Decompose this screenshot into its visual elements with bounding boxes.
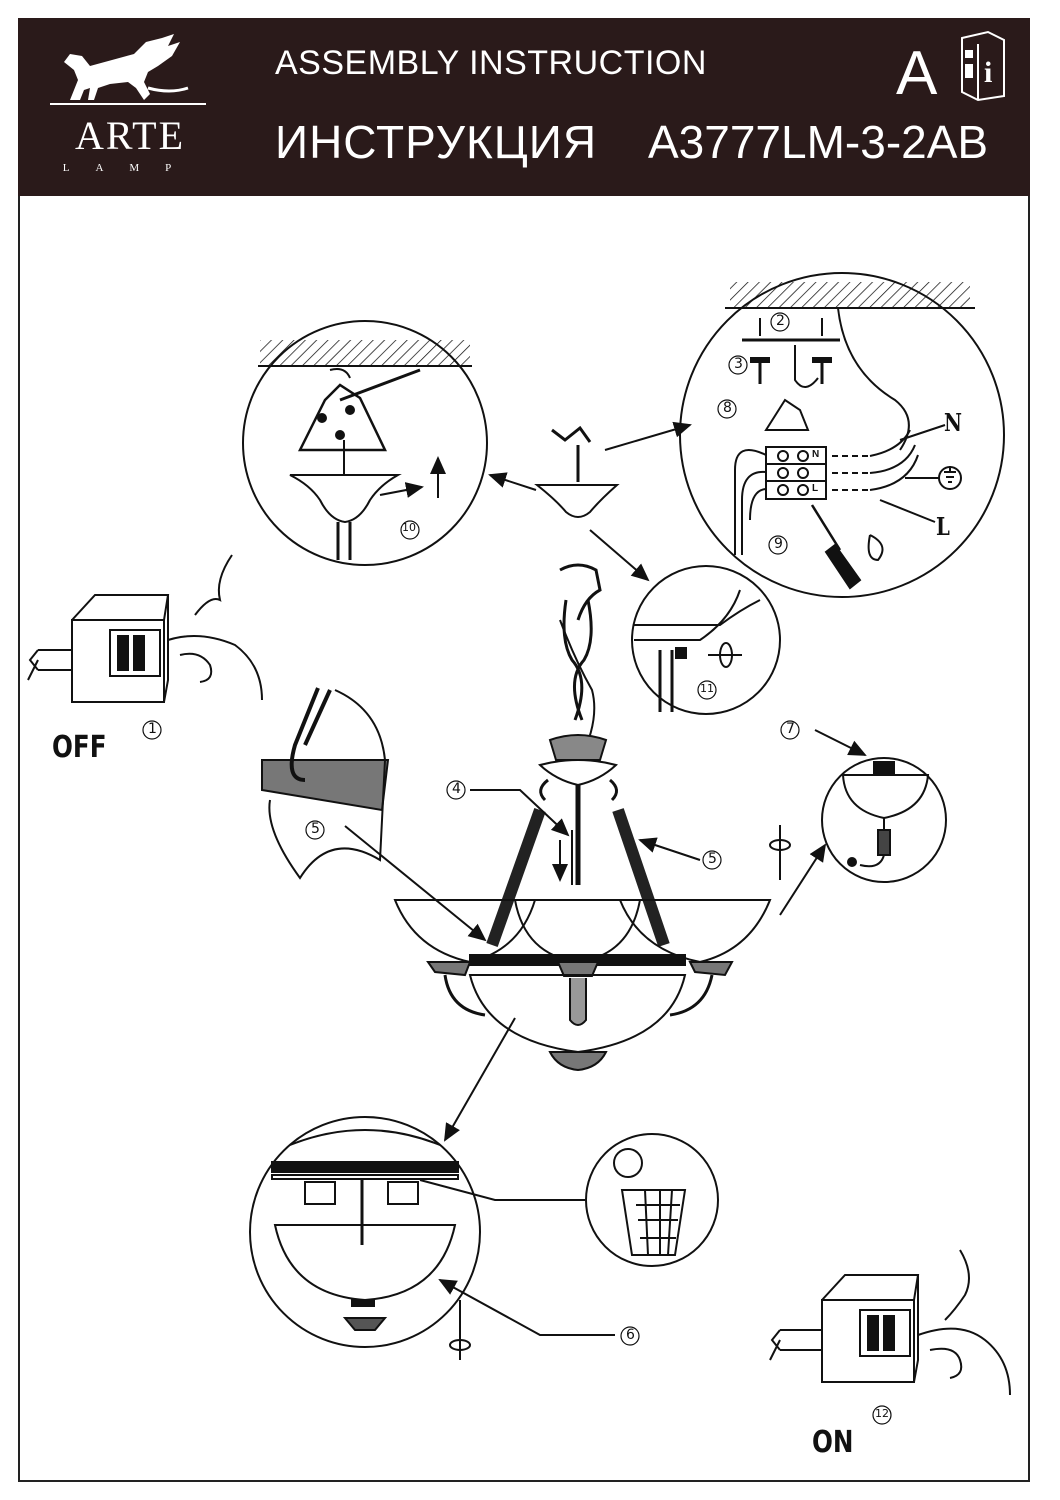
- page-letter: A: [896, 39, 938, 108]
- detail-circle-wiring: [679, 272, 1005, 598]
- step-number: 4: [452, 781, 461, 797]
- detail-circle-7: [821, 757, 947, 883]
- step-number: 10: [402, 521, 416, 534]
- detail-circle-6: [249, 1116, 481, 1348]
- step-number: 1: [148, 721, 157, 737]
- header-bar: [18, 18, 1030, 196]
- terminal-label: N: [812, 449, 820, 460]
- switch-on-label: ON: [812, 1425, 854, 1460]
- step-number: 3: [734, 356, 743, 372]
- brand-name: ARTE: [74, 113, 186, 158]
- switch-off-drawing: [27, 554, 263, 703]
- detail-circle-11: [631, 565, 781, 715]
- step-number-circles: [142, 312, 892, 1425]
- switch-on-drawing: [769, 1249, 1011, 1396]
- step-number: 7: [786, 721, 795, 737]
- logo-divider: [50, 103, 206, 105]
- brand-subtitle: LAMP: [62, 162, 198, 174]
- hook-detail: [261, 687, 390, 880]
- title-english: ASSEMBLY INSTRUCTION: [275, 44, 707, 82]
- info-book-icon: i: [961, 30, 1005, 102]
- chandelier-drawing: [393, 425, 772, 1072]
- griffin-logo-icon: [64, 34, 189, 100]
- title-russian: ИНСТРУКЦИЯ: [275, 116, 598, 168]
- step-number: 2: [776, 313, 785, 329]
- terminal-label: L: [812, 483, 819, 494]
- step-number: 6: [626, 1327, 635, 1343]
- svg-text:i: i: [984, 56, 992, 89]
- step-number: 5: [708, 851, 717, 867]
- leader-arrows: [344, 421, 867, 1360]
- step-number: 8: [723, 400, 732, 416]
- neutral-wire-label: N: [944, 408, 962, 437]
- detail-circle-10: [242, 320, 488, 566]
- switch-off-label: OFF: [52, 730, 107, 765]
- live-wire-label: L: [936, 512, 950, 541]
- step-number: 9: [774, 536, 783, 552]
- step-number: 11: [700, 682, 714, 695]
- model-number: A3777LM-3-2AB: [648, 116, 989, 168]
- step-number: 5: [311, 821, 320, 837]
- step-number: 12: [875, 1407, 889, 1420]
- trash-detail-circle: [585, 1133, 719, 1267]
